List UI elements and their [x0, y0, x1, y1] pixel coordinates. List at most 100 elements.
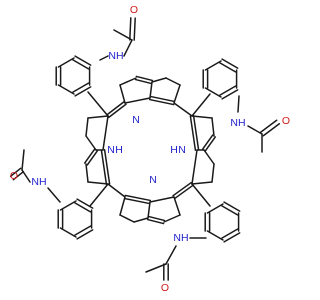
pyrrole-bond	[173, 84, 181, 104]
pyrrole-bond	[204, 136, 217, 152]
porphyrin-bond	[174, 184, 194, 200]
carbonyl	[262, 123, 281, 137]
pyrrole-bond	[119, 214, 135, 223]
porphyrin-bond	[149, 95, 176, 103]
phenyl-top-right-bond	[204, 60, 222, 71]
carbonyl-o-top-left: O	[130, 4, 138, 16]
pyrrole-bond	[211, 163, 215, 183]
porphyrin-bond	[107, 183, 126, 198]
amide-c-n	[165, 245, 177, 265]
phenyl-bottom-left-bond	[59, 227, 77, 238]
porphyrin-bond	[173, 102, 193, 117]
pyrrole-bond	[173, 196, 181, 216]
porphyrin-bond	[189, 115, 197, 151]
pyrrole-bond	[165, 77, 181, 86]
pyrrole-bond	[85, 135, 97, 151]
porphyrin-bond	[123, 197, 151, 205]
carbonyl	[12, 170, 25, 181]
pyrrole-bond	[134, 78, 153, 85]
core-n-bottom: N	[149, 174, 157, 186]
amide-nh-bottom-left: NH	[31, 176, 46, 188]
phenyl-bottom-left-bond	[76, 198, 94, 209]
porphyrin-bond	[124, 97, 151, 104]
phenyl-top-right-bond	[204, 87, 222, 98]
meso-link	[87, 91, 109, 117]
porphyrin-bond	[172, 181, 192, 197]
phenyl-bottom-left-bond	[74, 225, 92, 236]
core-h-left: H	[115, 144, 123, 156]
porphyrin-bond	[102, 115, 109, 151]
phenyl-bottom-left-bond	[59, 200, 77, 211]
pyrrole-bond	[146, 218, 165, 225]
porphyrin-bond	[148, 98, 175, 106]
pyrrole-bond	[211, 117, 215, 137]
methyl	[21, 149, 25, 171]
phenyl-bottom-left-bond	[74, 202, 92, 213]
carbonyl	[9, 167, 22, 178]
amide-nh-top-left: NH	[108, 50, 123, 62]
pyrrole-bond	[191, 115, 213, 119]
phenyl-top-left-bond	[74, 55, 92, 66]
phenyl-top-left-bond	[57, 84, 75, 95]
pyrrole-bond	[87, 115, 109, 119]
pyrrole-bond	[119, 196, 126, 216]
pyrrole-bond	[147, 215, 166, 222]
pyrrole-bond	[201, 134, 214, 150]
amide-c-n	[247, 125, 263, 135]
pyrrole-bond	[133, 217, 149, 223]
phenyl-bottom-right-bond	[221, 205, 239, 216]
porphyrin-bond	[192, 115, 200, 151]
amide-link	[237, 95, 240, 113]
porphyrin-bond	[124, 194, 152, 202]
phenyl-top-right-bond	[221, 89, 239, 100]
methyl	[113, 29, 133, 41]
phenyl-top-right-bond	[219, 62, 237, 73]
pyrrole-bond	[149, 81, 153, 99]
amide-link	[99, 55, 109, 61]
phenyl-bottom-right-bond	[223, 232, 241, 243]
amide-nh-bottom-right: NH	[173, 232, 188, 244]
phenyl-bottom-right-bond	[223, 201, 241, 212]
phenyl-top-right-bond	[219, 85, 237, 96]
carbonyl	[259, 119, 278, 133]
meso-link	[89, 183, 109, 207]
amide-nh-top-right: NH	[230, 117, 245, 129]
carbonyl	[129, 17, 132, 41]
core-n-right: N	[178, 144, 186, 156]
pyrrole-bond	[83, 148, 96, 164]
pyrrole-bond	[86, 150, 99, 166]
core-n-left: N	[107, 144, 115, 156]
meso-link	[191, 183, 211, 207]
carbonyl	[133, 17, 136, 41]
molecule-structure: NH NH NH NH O O O O N N N H H N	[9, 4, 290, 294]
labels-layer: NH NH NH NH O O O O N N N H H N	[10, 4, 290, 294]
pyrrole-bond	[135, 75, 154, 82]
phenyl-top-right-bond	[221, 58, 239, 69]
bonds-layer	[9, 17, 281, 281]
phenyl-top-left-bond	[72, 82, 90, 93]
pyrrole-bond	[191, 181, 213, 185]
phenyl-top-left-bond	[74, 86, 92, 97]
methyl	[145, 263, 167, 273]
meso-link	[191, 93, 211, 117]
molecule-drawing: NH NH NH NH O O O O N N N H H N	[9, 4, 290, 294]
pyrrole-bond	[85, 117, 89, 137]
phenyl-top-left-bond	[57, 57, 75, 68]
phenyl-bottom-right-bond	[206, 203, 224, 214]
phenyl-bottom-right-bond	[221, 228, 239, 239]
phenyl-bottom-left-bond	[76, 229, 94, 240]
pyrrole-bond	[203, 149, 215, 165]
porphyrin-bond	[106, 100, 125, 116]
pyrrole-bond	[151, 77, 167, 83]
pyrrole-bond	[147, 201, 151, 219]
phenyl-bottom-right-bond	[206, 230, 224, 241]
carbonyl-o-top-right: O	[282, 115, 290, 127]
phenyl-top-left-bond	[72, 59, 90, 70]
porphyrin-bond	[149, 196, 175, 203]
pyrrole-bond	[119, 84, 126, 104]
pyrrole-bond	[85, 163, 89, 183]
porphyrin-bond	[108, 103, 127, 119]
carbonyl-o-bottom-left: O	[10, 170, 18, 182]
core-h-right: H	[170, 144, 178, 156]
pyrrole-bond	[119, 77, 137, 86]
